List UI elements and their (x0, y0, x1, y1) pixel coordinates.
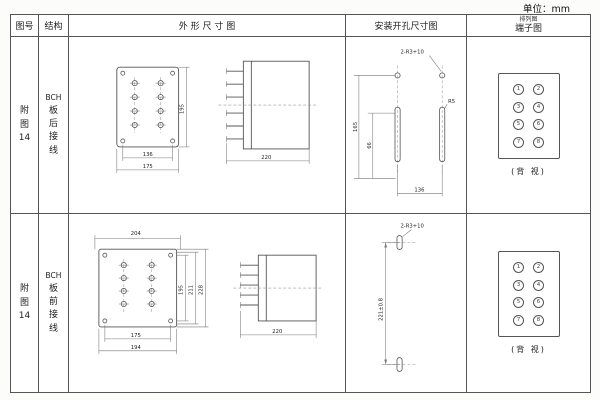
row2-dim-top: 204 (131, 231, 142, 237)
row1-structure-cell: BCH 板 后 接 线 (39, 37, 69, 214)
row1-fig-cell: 附 图 14 (11, 37, 39, 214)
row1-fig-label: 附 图 14 (19, 106, 30, 143)
row1-terminal-block: 1 2 3 4 5 6 7 8 (497, 73, 560, 159)
row1-outline-cell: 195 136 175 (69, 37, 346, 214)
row2-install-dim-height: 221±0.8 (379, 298, 385, 321)
row2-structure-label: BCH 板 前 接 线 (45, 271, 62, 334)
row1-fig-num: 14 (18, 133, 31, 144)
terminal-pin: 1 (513, 84, 524, 96)
row2-side-studs (240, 261, 259, 308)
header-terminal: 排列图 端子图 (467, 15, 590, 37)
row2-install-cell: 2-R3+10 221±0.8 (346, 214, 467, 392)
terminal-pin: 8 (533, 314, 544, 326)
row1-structure-char1: 板 (48, 105, 58, 116)
terminal-pin: 7 (513, 314, 524, 326)
row1-install-drawing: 165 66 2-R3+10 R5 136 (353, 49, 455, 196)
row1-backview-caption: (背 视) (511, 167, 546, 176)
row2-dim-h3: 228 (199, 284, 205, 294)
row1-structure-model: BCH (45, 93, 62, 102)
row1-structure-char4: 线 (48, 145, 58, 156)
row1-structure-char2: 后 (48, 118, 58, 129)
terminal-pin: 5 (513, 297, 524, 309)
row2-fig-char1: 附 (19, 284, 29, 295)
row2-fig-num: 14 (18, 311, 31, 322)
row1-dim-depth: 220 (261, 154, 271, 160)
terminal-pin: 6 (533, 297, 544, 309)
row1-install-dim-outer: 165 (353, 121, 359, 131)
row2-terminal-cell: 1 2 3 4 5 6 7 8 (背 视) (467, 214, 590, 392)
terminal-pin: 3 (513, 279, 524, 291)
terminal-pin: 1 (513, 262, 524, 274)
terminal-pin: 2 (533, 262, 544, 274)
row1-structure-char3: 接 (48, 132, 58, 143)
row2-fig-char2: 图 (19, 297, 29, 308)
terminal-pin: 8 (533, 136, 544, 148)
row2-structure-cell: BCH 板 前 接 线 (39, 214, 69, 392)
row1-install-dim-inner: 66 (367, 141, 373, 148)
row1-front-view-body (116, 66, 180, 147)
header-install: 安装开孔尺寸图 (346, 15, 467, 37)
header-terminal-main: 端子图 (514, 23, 542, 34)
row2-dim-h2: 211 (189, 284, 195, 294)
row2-install-drawing: 2-R3+10 221±0.8 (379, 223, 424, 372)
row2-dim-h1: 195 (179, 284, 185, 294)
row1-dim-width-outer: 175 (143, 163, 153, 169)
row1-fig-char2: 图 (19, 119, 29, 130)
header-structure: 结构 (39, 15, 69, 37)
terminal-pin: 4 (533, 279, 544, 291)
row2-backview-caption: (背 视) (511, 345, 546, 354)
header-outline: 外 形 尺 寸 图 (69, 15, 346, 37)
row2-front-studs (118, 261, 157, 307)
row2-dim-w-inner: 175 (131, 332, 141, 338)
row1-install-hole-callout: 2-R3+10 (401, 49, 424, 55)
row2-dim-w-outer: 194 (131, 344, 142, 350)
terminal-pin: 7 (513, 136, 524, 148)
terminal-pin: 6 (533, 119, 544, 131)
row1-dim-height: 195 (180, 103, 186, 113)
row1-side-studs (226, 67, 244, 142)
header-fig-no: 图号 (11, 15, 39, 37)
row2-terminal-block: 1 2 3 4 5 6 7 8 (497, 251, 560, 337)
row1-install-cell: 165 66 2-R3+10 R5 136 (346, 37, 467, 214)
row2-fig-label: 附 图 14 (19, 284, 30, 321)
row2-structure-char3: 接 (48, 310, 58, 321)
terminal-pin: 3 (513, 101, 524, 113)
row2-install-hole-callout: 2-R3+10 (401, 223, 424, 229)
row1-fig-char1: 附 (19, 106, 29, 117)
row2-outline-cell: 204 195 211 228 175 194 (69, 214, 346, 392)
row2-structure-char1: 板 (48, 283, 58, 294)
row1-install-radius-callout: R5 (448, 99, 455, 105)
header-terminal-sub: 排列图 (519, 15, 538, 23)
row1-terminal-cell: 1 2 3 4 5 6 7 8 (背 视) (467, 37, 590, 214)
terminal-pin: 5 (513, 119, 524, 131)
row2-fig-cell: 附 图 14 (11, 214, 39, 392)
terminal-pin: 4 (533, 101, 544, 113)
row1-front-studs (129, 79, 166, 128)
row2-side-view-body (257, 254, 317, 321)
row1-structure-label: BCH 板 后 接 线 (45, 93, 62, 156)
row1-install-dim-width: 136 (414, 187, 425, 193)
unit-label: 单位：mm (522, 4, 570, 15)
row2-structure-model: BCH (45, 271, 62, 280)
row2-outline-drawing: 204 195 211 228 175 194 (94, 231, 324, 354)
row2-structure-char2: 前 (48, 296, 58, 307)
row2-dim-depth: 220 (272, 328, 282, 334)
row2-structure-char4: 线 (48, 323, 58, 334)
row1-outline-drawing: 195 136 175 (116, 60, 317, 173)
dimension-table: 图号 结构 外 形 尺 寸 图 安装开孔尺寸图 排列图 端子图 附 图 14 B… (10, 14, 591, 393)
terminal-pin: 2 (533, 84, 544, 96)
row2-front-view-body (98, 248, 178, 327)
row1-dim-width-inner: 136 (143, 151, 154, 157)
